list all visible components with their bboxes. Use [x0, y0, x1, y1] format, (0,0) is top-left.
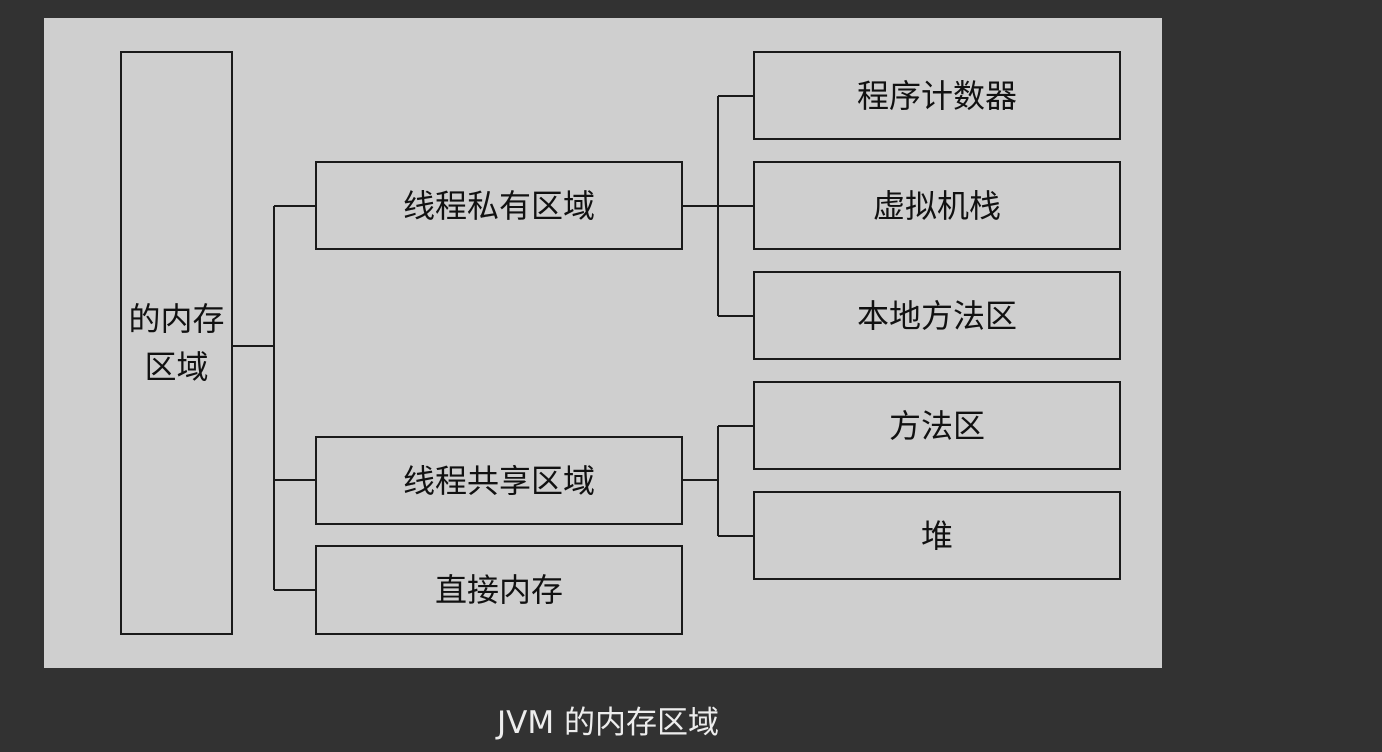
direct-memory-box: 直接内存 [315, 545, 683, 635]
program-counter-box: 程序计数器 [753, 51, 1121, 140]
figure-caption: JVM 的内存区域 [497, 705, 719, 741]
native-method-area-box: 本地方法区 [753, 271, 1121, 360]
connector-lines [232, 95, 754, 591]
memory-diagram-panel: 的内存区域 线程私有区域 线程共享区域 直接内存 程序计数器 虚拟机栈 本地方法… [44, 18, 1162, 668]
native-method-area-label: 本地方法区 [856, 296, 1017, 335]
direct-memory-label: 直接内存 [434, 571, 563, 609]
thread-shared-area-box: 线程共享区域 [315, 436, 683, 525]
method-area-box: 方法区 [753, 381, 1121, 470]
program-counter-label: 程序计数器 [856, 76, 1017, 115]
thread-shared-area-label: 线程共享区域 [402, 461, 595, 500]
vm-stack-label: 虚拟机栈 [872, 186, 1001, 225]
root-memory-area-label: 的内存区域 [128, 300, 225, 386]
method-area-label: 方法区 [888, 406, 985, 445]
heap-label: 堆 [920, 516, 953, 555]
root-memory-area-box: 的内存区域 [120, 51, 233, 635]
heap-box: 堆 [753, 491, 1121, 580]
thread-private-area-box: 线程私有区域 [315, 161, 683, 250]
vm-stack-box: 虚拟机栈 [753, 161, 1121, 250]
thread-private-area-label: 线程私有区域 [402, 186, 595, 225]
